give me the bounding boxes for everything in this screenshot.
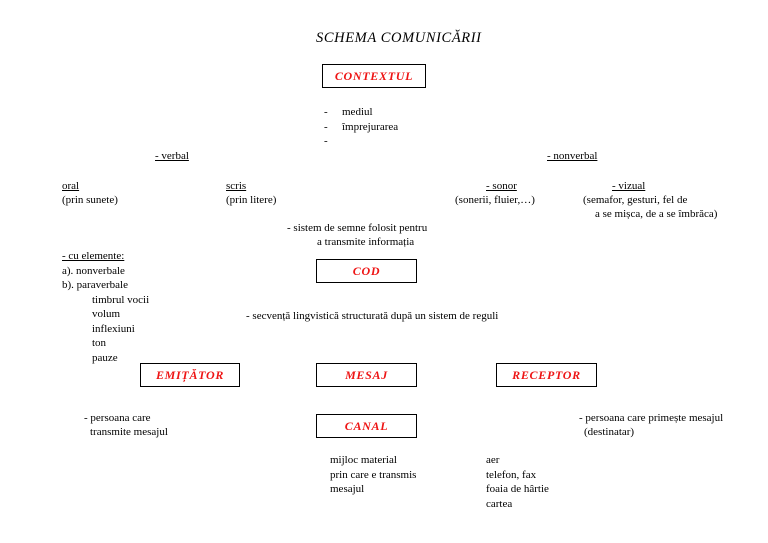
- elements-item: a). nonverbale: [62, 264, 125, 277]
- verbal-scris-label: scris: [226, 180, 247, 192]
- emitter-definition-line1: - persoana care: [84, 412, 151, 424]
- box-mesaj[interactable]: MESAJ: [316, 363, 417, 387]
- receiver-definition-line1: - persoana care primește mesajul: [579, 412, 724, 424]
- channel-example: cartea: [486, 497, 513, 510]
- channel-definition-line2: prin care e transmis: [330, 468, 417, 481]
- paraverbal-item: timbrul vocii: [92, 293, 150, 306]
- box-canal[interactable]: CANAL: [316, 414, 417, 438]
- channel-definition-line3: mesajul: [330, 483, 365, 495]
- nonverbal-sonor-detail: (sonerii, fluier,…): [455, 194, 535, 206]
- verbal-scris-detail: (prin litere): [226, 194, 277, 206]
- elements-heading: - cu elemente:: [62, 250, 125, 262]
- elements-list: - cu elemente: a). nonverbale b). parave…: [62, 249, 149, 365]
- receiver-definition-line2: (destinatar): [584, 426, 635, 438]
- box-contextul-label: CONTEXTUL: [334, 68, 414, 83]
- context-item: - mediul: [324, 105, 398, 120]
- box-mesaj-label: MESAJ: [345, 367, 388, 382]
- context-item-dash: -: [324, 135, 328, 147]
- context-item: - împrejurarea: [324, 120, 398, 135]
- context-item: -: [324, 134, 398, 149]
- context-item-dash: -: [324, 120, 328, 133]
- box-cod[interactable]: COD: [316, 259, 417, 283]
- context-item-dash: -: [324, 106, 328, 118]
- paraverbal-item: inflexiuni: [92, 322, 135, 335]
- nonverbal-vizual-label: - vizual: [612, 180, 646, 192]
- box-receptor[interactable]: RECEPTOR: [496, 363, 597, 387]
- nonverbal-vizual-detail-line1: (semafor, gesturi, fel de: [583, 194, 688, 206]
- page-title: SCHEMA COMUNICĂRII: [316, 30, 482, 46]
- nonverbal-sonor-label: - sonor: [486, 180, 517, 192]
- nonverbal-vizual-detail-line2: a se mișca, de a se îmbrăca): [595, 208, 718, 220]
- channel-definition: mijloc material prin care e transmis mes…: [330, 453, 416, 497]
- channel-example: foaia de hârtie: [486, 483, 549, 495]
- elements-item: b). paraverbale: [62, 279, 128, 291]
- context-item-list: - mediul - împrejurarea -: [324, 105, 398, 149]
- box-emitator[interactable]: EMIȚĂTOR: [140, 363, 240, 387]
- box-emitator-label: EMIȚĂTOR: [155, 367, 225, 382]
- channel-example: aer: [486, 454, 500, 466]
- channel-example: telefon, fax: [486, 468, 537, 481]
- verbal-oral-label: oral: [62, 180, 80, 192]
- branch-label-nonverbal: - nonverbal: [547, 150, 598, 162]
- box-receptor-label: RECEPTOR: [512, 367, 581, 382]
- verbal-oral-detail: (prin sunete): [62, 194, 118, 206]
- box-cod-label: COD: [352, 263, 381, 278]
- channel-definition-line1: mijloc material: [330, 454, 397, 466]
- paraverbal-item: pauze: [92, 351, 118, 364]
- context-item-label: împrejurarea: [342, 120, 399, 133]
- box-canal-label: CANAL: [344, 418, 389, 433]
- channel-example-list: aer telefon, fax foaia de hârtie cartea: [486, 453, 549, 511]
- paraverbal-item: ton: [92, 337, 107, 349]
- context-item-label: mediul: [342, 106, 373, 118]
- branch-label-verbal: - verbal: [155, 150, 189, 162]
- paraverbal-item: volum: [92, 308, 121, 320]
- code-definition-line1: - sistem de semne folosit pentru: [287, 222, 428, 234]
- message-definition: - secvență lingvistică structurată după …: [246, 310, 499, 322]
- code-definition-line2: a transmite informația: [317, 236, 415, 248]
- box-contextul[interactable]: CONTEXTUL: [322, 64, 426, 88]
- emitter-definition-line2: transmite mesajul: [90, 426, 168, 438]
